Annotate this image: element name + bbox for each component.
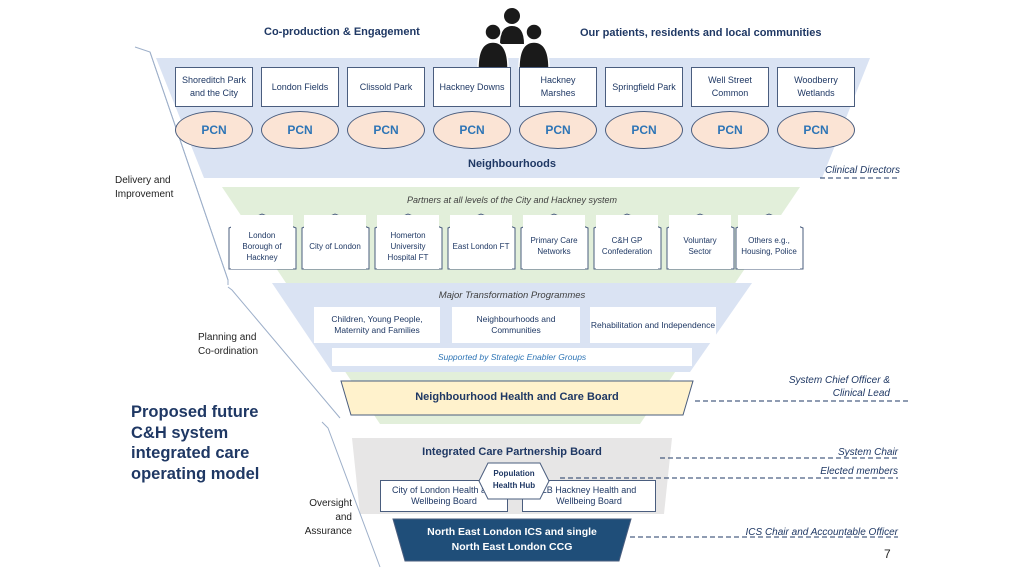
partners-caption: Partners at all levels of the City and H… <box>406 195 618 205</box>
programmes-caption: Major Transformation Programmes <box>438 290 586 301</box>
nel-label: North East London ICS and single North E… <box>427 526 597 553</box>
enablers-label: Supported by Strategic Enabler Groups <box>332 348 692 366</box>
nhcb-shape <box>340 380 694 416</box>
nhcb-label: Neighbourhood Health and Care Board <box>415 391 619 403</box>
hub-shape <box>478 462 550 500</box>
role-clinical-directors: Clinical Directors <box>824 165 900 176</box>
partner-voluntary: Voluntary Sector <box>669 215 731 269</box>
partner-city-of-london: City of London <box>304 215 366 269</box>
programme-neighbourhoods: Neighbourhoods and Communities <box>452 307 580 343</box>
pcn-card-hackney-marshes: Hackney Marshes <box>519 67 597 107</box>
pcn-oval-hackney-marshes: PCN <box>519 111 597 149</box>
partner-others: Others e.g., Housing, Police <box>738 215 800 269</box>
icpb-label: Integrated Care Partnership Board <box>422 446 602 458</box>
pcn-oval-shoreditch: PCN <box>175 111 253 149</box>
role-system-chief: System Chief Officer & Clinical Lead <box>788 375 890 399</box>
partner-gp-confed: C&H GP Confederation <box>596 215 658 269</box>
partner-homerton: Homerton University Hospital FT <box>377 215 439 269</box>
pcn-oval-springfield: PCN <box>605 111 683 149</box>
pcn-card-shoreditch: Shoreditch Park and the City <box>175 67 253 107</box>
pcn-card-springfield: Springfield Park <box>605 67 683 107</box>
delivery-label: Delivery and Improvement <box>115 175 174 200</box>
pcn-card-london-fields: London Fields <box>261 67 339 107</box>
page-number: 7 <box>884 547 891 561</box>
pcn-oval-hackney-downs: PCN <box>433 111 511 149</box>
neighbourhoods-label: Neighbourhoods <box>468 158 556 170</box>
planning-label: Planning and Co-ordination <box>198 332 259 357</box>
nel-shape <box>392 518 632 562</box>
pcn-card-woodberry: Woodberry Wetlands <box>777 67 855 107</box>
pcn-oval-well-street: PCN <box>691 111 769 149</box>
page-title: Proposed future C&H system integrated ca… <box>131 403 260 483</box>
pcn-oval-clissold: PCN <box>347 111 425 149</box>
role-ics-chair: ICS Chair and Accountable Officer <box>745 527 898 538</box>
pcn-card-well-street: Well Street Common <box>691 67 769 107</box>
pcn-oval-woodberry: PCN <box>777 111 855 149</box>
population-health-hub: Population Health Hub <box>492 469 536 490</box>
programme-cypmf: Children, Young People, Maternity and Fa… <box>314 307 440 343</box>
role-system-chair: System Chair <box>837 447 898 458</box>
pcn-card-clissold: Clissold Park <box>347 67 425 107</box>
oversight-label: Oversight and Assurance <box>304 498 352 537</box>
programme-rehab: Rehabilitation and Independence <box>590 307 716 343</box>
coproduction-label: Co-production & Engagement <box>264 26 420 38</box>
partner-elft: East London FT <box>450 215 512 269</box>
pcn-card-hackney-downs: Hackney Downs <box>433 67 511 107</box>
partner-lbh: London Borough of Hackney <box>231 215 293 269</box>
partner-pcns: Primary Care Networks <box>523 215 585 269</box>
people-group-icon <box>477 8 550 69</box>
pcn-oval-london-fields: PCN <box>261 111 339 149</box>
role-elected-members: Elected members <box>820 466 898 477</box>
patients-label: Our patients, residents and local commun… <box>580 27 822 39</box>
